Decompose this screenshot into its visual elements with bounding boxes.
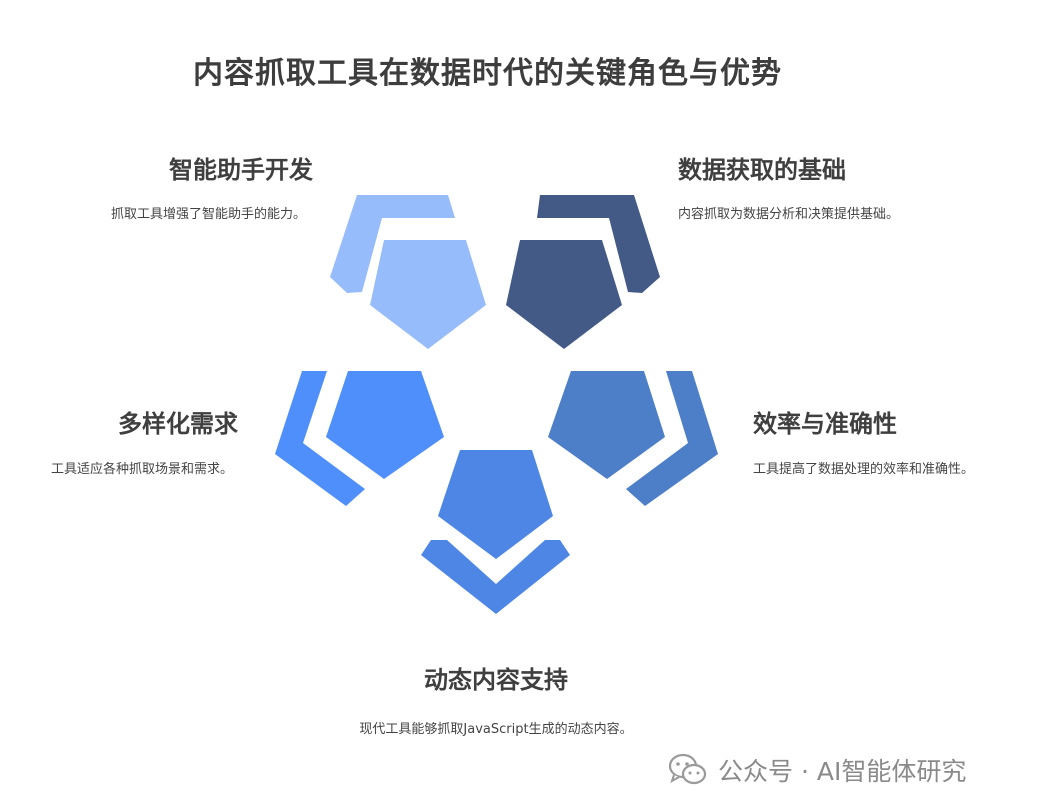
watermark-text: 公众号 · AI智能体研究	[718, 757, 967, 786]
segment-efficiency-pentagon	[548, 371, 665, 479]
segment-data-acquisition-outer-band	[537, 195, 660, 293]
page-title: 内容抓取工具在数据时代的关键角色与优势	[193, 56, 782, 91]
item-desc-dynamic-content: 现代工具能够抓取JavaScript生成的动态内容。	[359, 722, 633, 737]
segment-diverse-needs	[275, 371, 444, 506]
segment-dynamic-content	[421, 450, 570, 614]
item-desc-data-acquisition: 内容抓取为数据分析和决策提供基础。	[678, 207, 900, 222]
watermark: 公众号 · AI智能体研究	[668, 750, 966, 790]
item-desc-diverse-needs: 工具适应各种抓取场景和需求。	[50, 462, 233, 477]
item-desc-smart-assistant: 抓取工具增强了智能助手的能力。	[110, 207, 306, 222]
segment-diverse-needs-pentagon	[326, 371, 444, 479]
segment-data-acquisition-pentagon	[506, 240, 622, 349]
item-title-dynamic-content: 动态内容支持	[424, 666, 568, 694]
segment-efficiency	[548, 371, 718, 506]
segment-smart-assistant-outer-band	[330, 195, 455, 293]
segment-data-acquisition	[506, 195, 660, 349]
segment-dynamic-content-pentagon	[438, 450, 553, 559]
item-title-diverse-needs: 多样化需求	[118, 410, 238, 438]
segment-smart-assistant-pentagon	[370, 240, 486, 349]
item-title-smart-assistant: 智能助手开发	[169, 156, 313, 184]
item-title-efficiency: 效率与准确性	[753, 410, 897, 438]
item-desc-efficiency: 工具提高了数据处理的效率和准确性。	[753, 462, 975, 477]
segment-diverse-needs-outer-band	[275, 371, 365, 506]
segment-dynamic-content-outer-band	[421, 540, 570, 614]
segment-smart-assistant	[330, 195, 486, 349]
segment-efficiency-outer-band	[626, 371, 718, 506]
wechat-icon	[668, 753, 707, 785]
item-title-data-acquisition: 数据获取的基础	[678, 156, 846, 184]
